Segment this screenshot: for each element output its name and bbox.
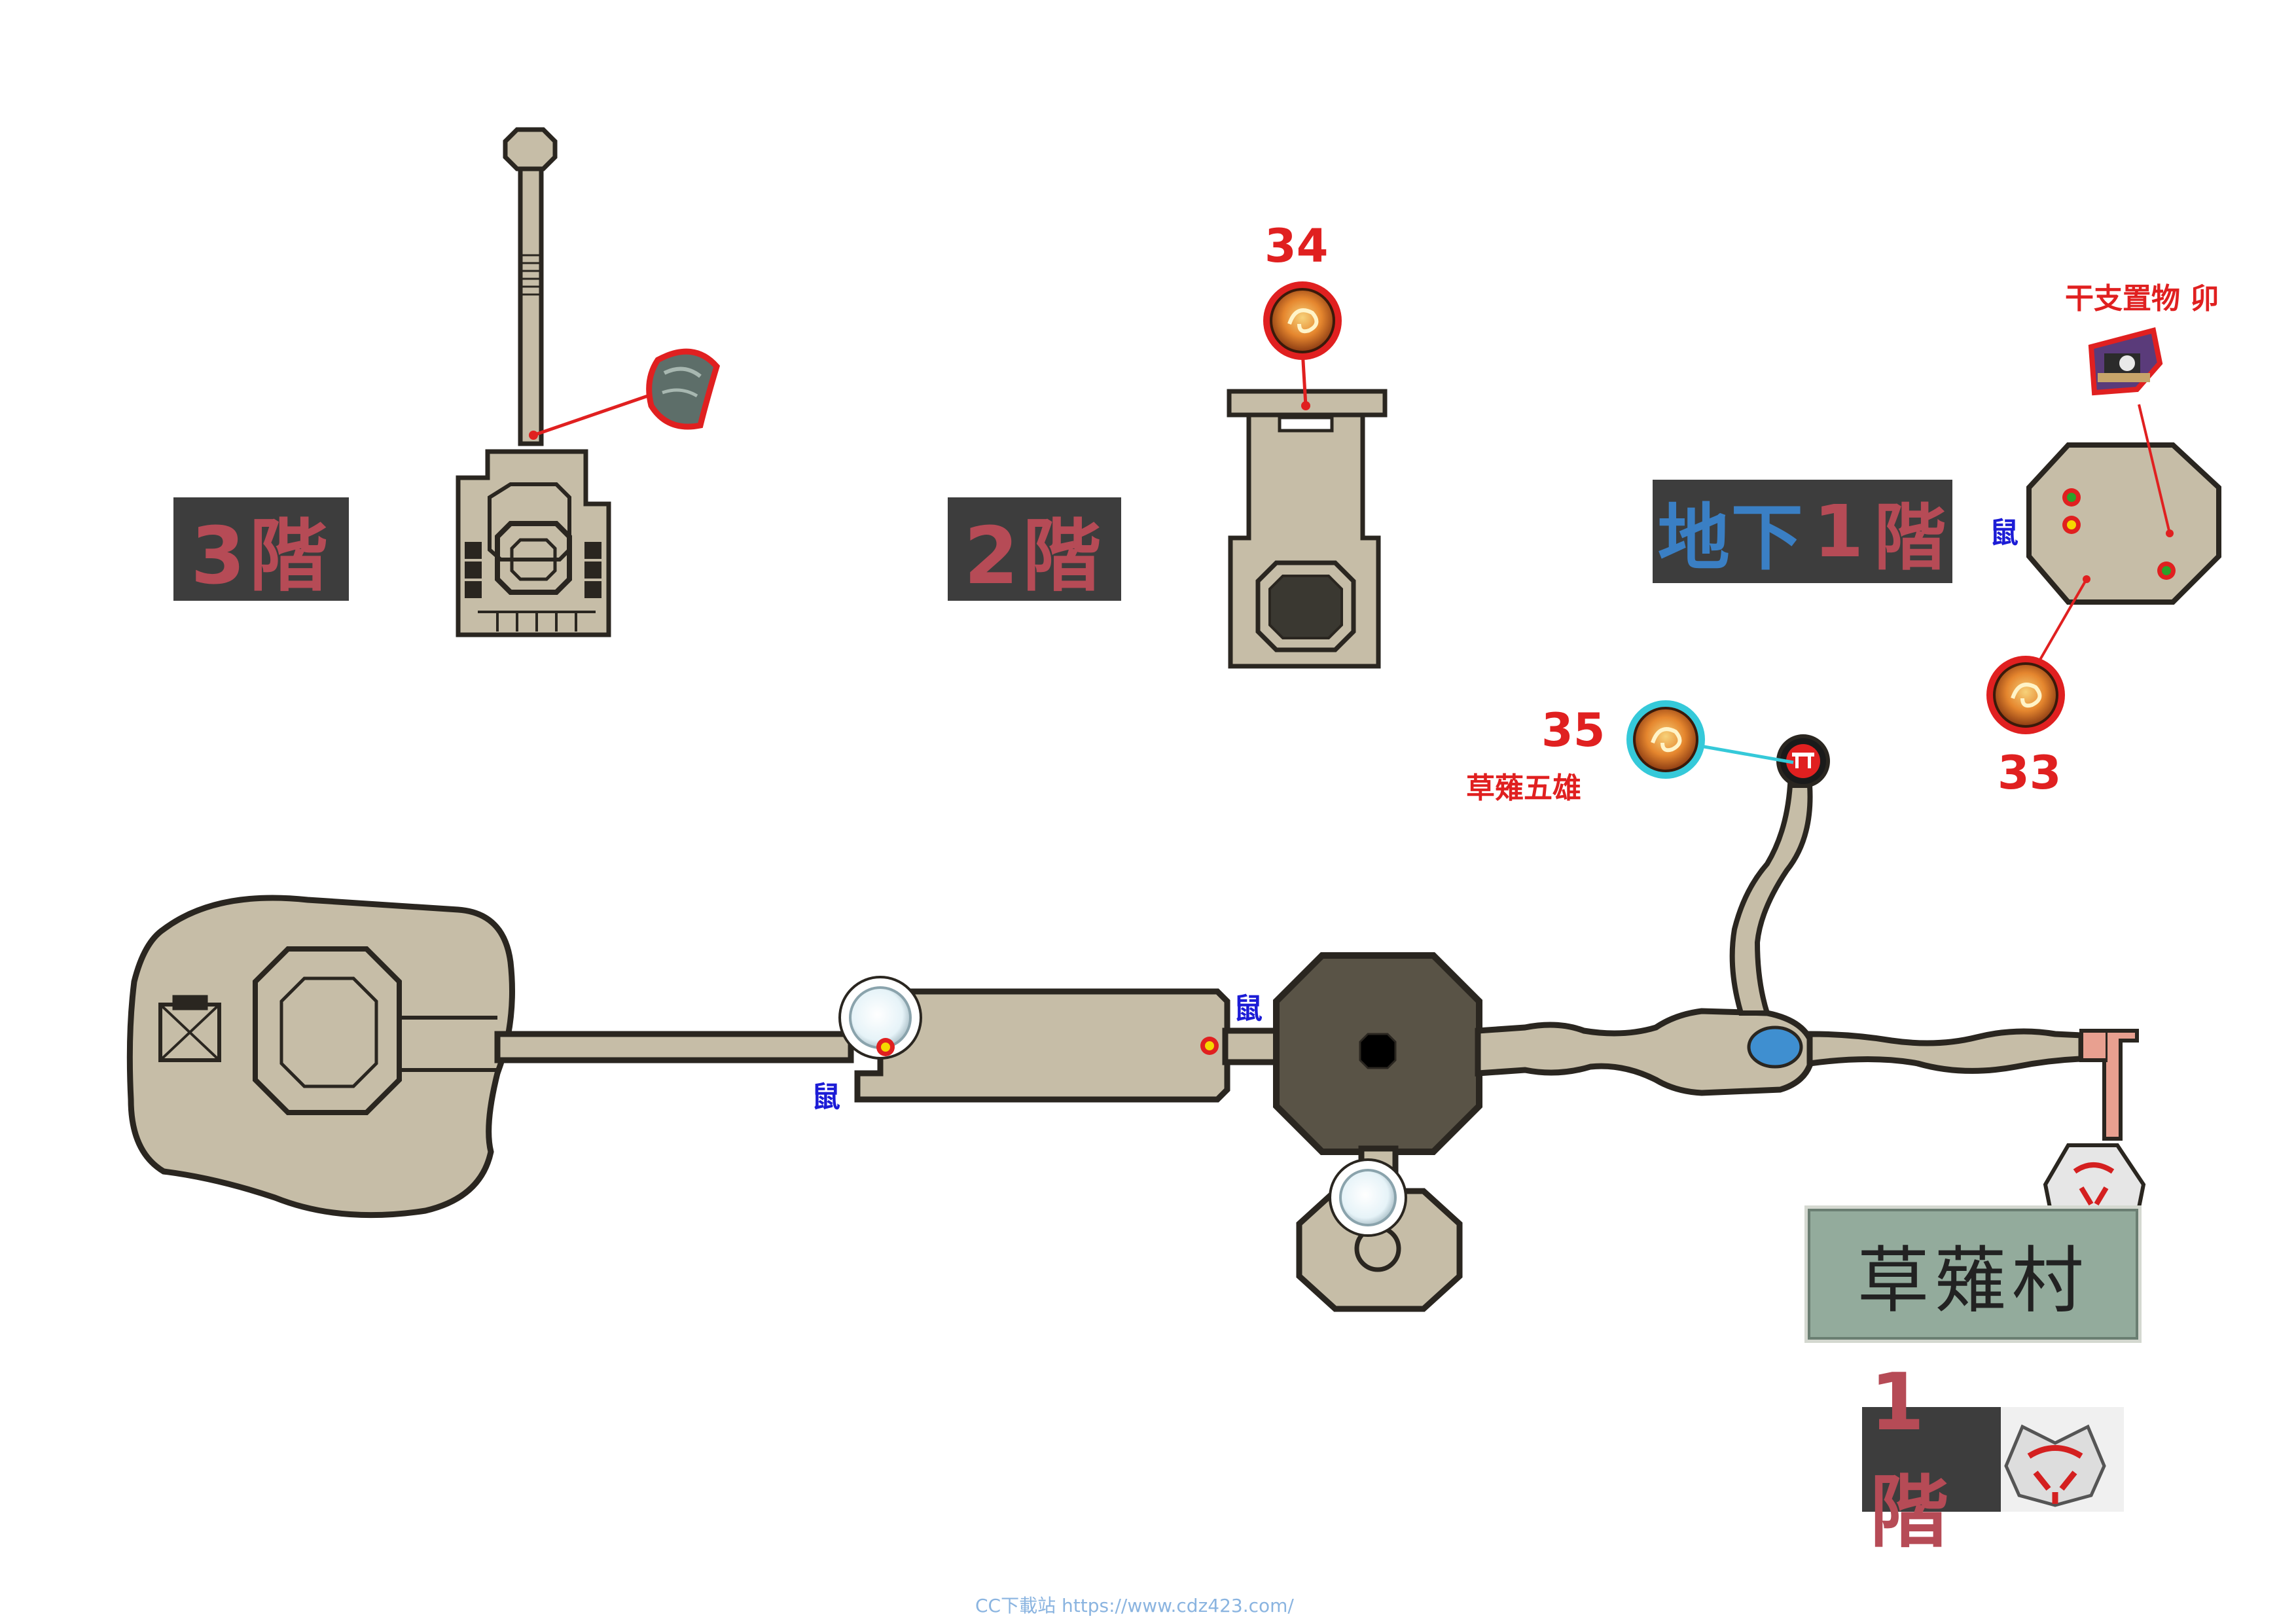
torii-gate-icon[interactable]	[1776, 734, 1830, 788]
zodiac-item-label: 干支置物 卯	[2065, 282, 2219, 315]
rat-spot-icon[interactable]	[876, 1038, 895, 1056]
water-pool-icon	[1752, 1031, 1798, 1063]
floor-label-2f: 2階	[948, 497, 1121, 602]
floor-b1-map	[2026, 442, 2221, 605]
marker-label-34: 34	[1265, 219, 1329, 273]
floor-3-text: 3階	[190, 511, 332, 602]
footer-watermark: CC下載站 https://www.cdz423.com/	[975, 1595, 1294, 1616]
village-name-text: 草薙村	[1857, 1239, 2089, 1323]
village-name-plate[interactable]: 草薙村	[1804, 1205, 2142, 1343]
rat-label-1f-left: 鼠	[812, 1080, 840, 1114]
treasure-orb-icon-35[interactable]	[1626, 700, 1705, 779]
b1-yellow-dot[interactable]	[2062, 516, 2081, 534]
marker-label-33: 33	[1998, 746, 2062, 800]
floor-b1-prefix: 地下	[1657, 496, 1804, 580]
floor-2-text: 2階	[963, 511, 1105, 602]
rat-spot-icon-2[interactable]	[1200, 1037, 1219, 1055]
rat-label-b1: 鼠	[1990, 516, 2018, 550]
floor-2-map	[1227, 389, 1388, 669]
floor-label-1f: 1階	[1862, 1357, 2001, 1558]
b1-green-dot-1[interactable]	[2062, 488, 2081, 507]
floor-b1-num: 1	[1813, 490, 1865, 573]
glowing-mirror-icon[interactable]	[838, 976, 922, 1060]
floor-label-3f: 3階	[173, 497, 349, 602]
treasure-orb-icon-34[interactable]	[1263, 281, 1342, 360]
zodiac-statue-icon[interactable]	[2088, 327, 2163, 396]
rat-label-1f-right: 鼠	[1234, 992, 1263, 1026]
marker-label-35: 35	[1541, 704, 1605, 757]
marker-35-name: 草薙五雄	[1466, 772, 1581, 805]
treasure-orb-icon-33[interactable]	[1986, 656, 2065, 734]
wolf-emblem-label-icon	[1990, 1407, 2124, 1512]
glowing-mirror-icon-south[interactable]	[1329, 1158, 1407, 1237]
b1-green-dot-2[interactable]	[2157, 562, 2176, 580]
floor-b1-suffix: 階	[1874, 496, 1948, 580]
mirror-fragment-icon[interactable]	[646, 348, 721, 430]
floor-3-map	[456, 127, 611, 637]
floor-1-text: 1階	[1870, 1357, 1952, 1558]
